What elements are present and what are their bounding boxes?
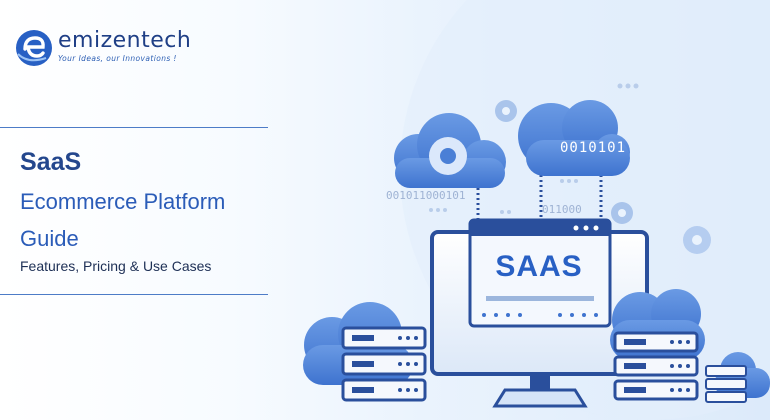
cloud-icon xyxy=(518,100,630,176)
bottom-divider xyxy=(0,294,268,295)
binary-text-right: 011000 xyxy=(542,203,582,216)
emizentech-logo-icon xyxy=(16,30,52,66)
gear-icon xyxy=(683,226,711,254)
sub-tagline: Features, Pricing & Use Cases xyxy=(20,258,212,274)
gear-icon xyxy=(429,137,467,175)
server-icon xyxy=(613,331,699,401)
subtitle-line1: Ecommerce Platform xyxy=(20,189,226,214)
top-divider xyxy=(0,127,268,128)
browser-window xyxy=(468,218,612,328)
page-title: SaaS xyxy=(20,148,82,176)
subtitle-line2: Guide xyxy=(20,226,79,251)
gear-icon xyxy=(611,202,633,224)
server-icon xyxy=(341,326,427,402)
gear-icon xyxy=(495,100,517,122)
brand-name: emizentech xyxy=(58,28,192,53)
brand-logo[interactable]: emizentech Your Ideas, our Innovations ! xyxy=(14,28,191,68)
cloud-binary-text: 0010101 xyxy=(560,140,627,156)
screen-saas-label: SAAS xyxy=(495,250,583,283)
binary-text-left: 001011000101 xyxy=(386,189,466,202)
server-icon xyxy=(705,365,747,403)
brand-tagline: Your Ideas, our Innovations ! xyxy=(58,54,177,63)
